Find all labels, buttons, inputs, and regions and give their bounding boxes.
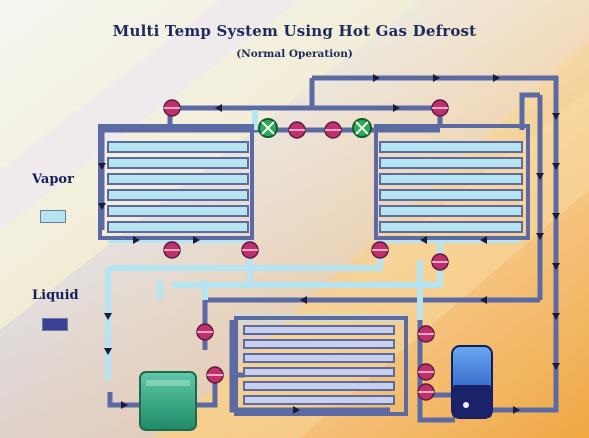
legend-liquid-swatch [42, 318, 68, 331]
legend-liquid-label: Liquid [32, 288, 79, 303]
receiver-tank [451, 345, 493, 419]
legend-vapor-label: Vapor [32, 172, 74, 187]
flow-arrow-icon [98, 74, 560, 414]
accumulator-tank [139, 371, 197, 431]
condenser-coil [234, 316, 408, 416]
expansion-valve-icon [163, 99, 449, 401]
solenoid-valve-icon [258, 118, 278, 138]
left-evaporator [98, 124, 254, 240]
solenoid-valve-icon [352, 118, 372, 138]
page-title: Multi Temp System Using Hot Gas Defrost [112, 22, 477, 40]
page-subtitle: (Normal Operation) [236, 48, 353, 60]
legend-vapor-swatch [40, 210, 66, 223]
right-evaporator [374, 124, 530, 240]
